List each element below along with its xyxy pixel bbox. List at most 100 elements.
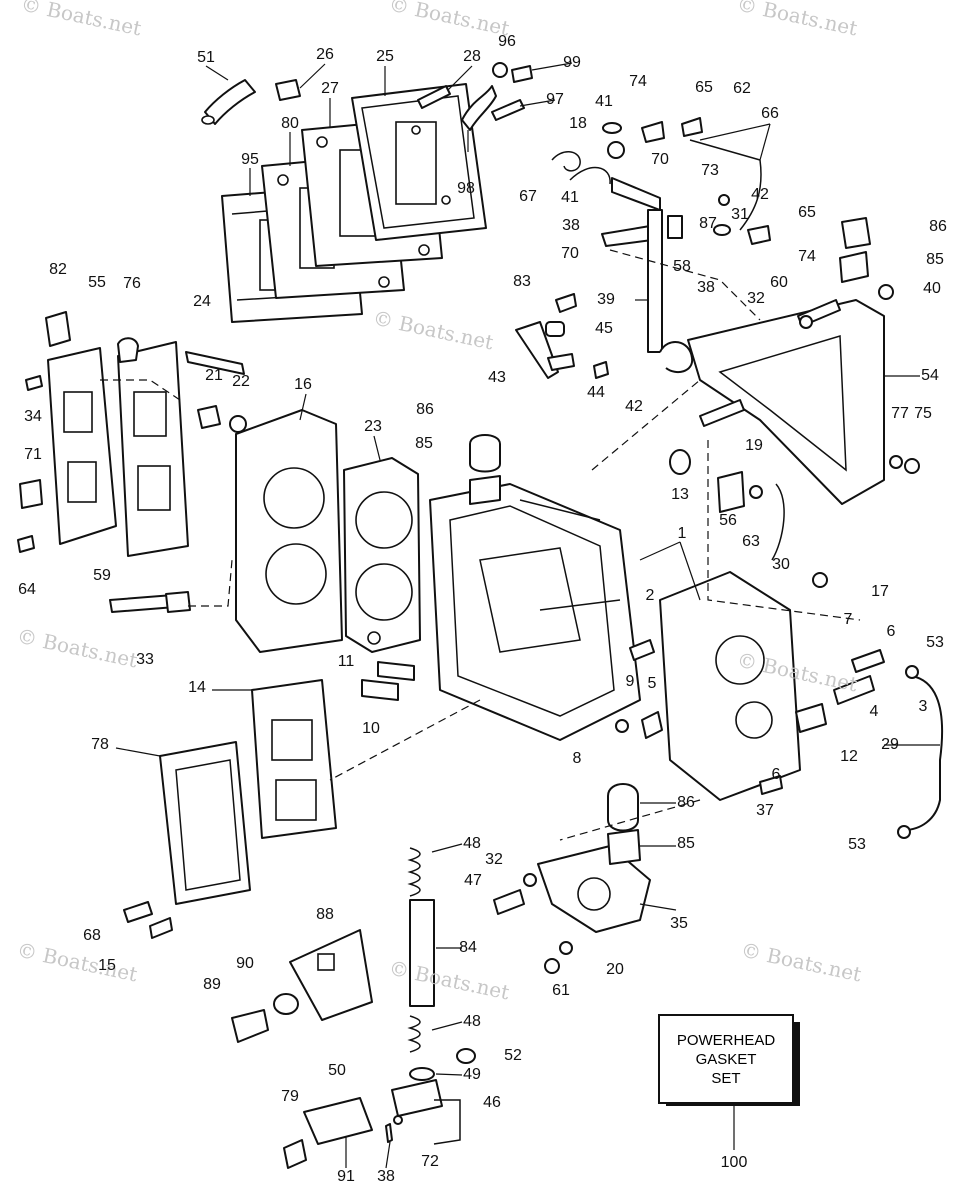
mount-85-lower xyxy=(607,829,641,865)
part-callout-43: 43 xyxy=(488,369,506,386)
lower-right-mount-group xyxy=(493,783,651,974)
washer-63 xyxy=(749,485,763,499)
clip-82 xyxy=(45,311,71,347)
crankcase-half-1 xyxy=(659,571,801,801)
washer-20 xyxy=(559,941,573,955)
part-callout-27: 27 xyxy=(321,80,339,97)
spring-67 xyxy=(551,151,581,172)
part-callout-51: 51 xyxy=(197,49,215,66)
part-callout-58: 58 xyxy=(673,258,691,275)
mount-86-block xyxy=(469,434,501,473)
part-callout-9: 9 xyxy=(625,673,635,690)
part-callout-38: 38 xyxy=(562,217,580,234)
part-callout-28: 28 xyxy=(463,48,481,65)
part-callout-85: 85 xyxy=(926,251,944,268)
kit-label-line-2: GASKET xyxy=(695,1050,757,1068)
part-callout-18: 18 xyxy=(569,115,587,132)
part-callout-90: 90 xyxy=(236,955,254,972)
part-callout-67: 67 xyxy=(519,188,537,205)
washer-41 xyxy=(602,122,622,134)
part-callout-17: 17 xyxy=(871,583,889,600)
part-callout-56: 56 xyxy=(719,512,737,529)
part-callout-1: 1 xyxy=(677,525,687,542)
shaft-group xyxy=(283,847,476,1169)
part-callout-20: 20 xyxy=(606,961,624,978)
screw-7 xyxy=(851,649,885,673)
kit-box-face: POWERHEAD GASKET SET xyxy=(658,1014,794,1104)
pin-38 xyxy=(385,1123,393,1143)
washer-32-lower xyxy=(523,873,537,887)
part-callout-13: 13 xyxy=(671,486,689,503)
part-callout-21: 21 xyxy=(205,367,223,384)
fitting-21 xyxy=(197,405,221,429)
part-callout-63: 63 xyxy=(742,533,760,550)
part-callout-89: 89 xyxy=(203,976,221,993)
part-callout-15: 15 xyxy=(98,957,116,974)
spring-48-lower xyxy=(407,1015,421,1053)
linkage-group xyxy=(515,117,771,379)
part-callout-62: 62 xyxy=(733,80,751,97)
washer-72 xyxy=(393,1115,403,1125)
washer-87 xyxy=(713,224,731,236)
bracket-88 xyxy=(289,929,373,1021)
bolt-89 xyxy=(231,1009,269,1043)
part-callout-83: 83 xyxy=(513,273,531,290)
screw-47 xyxy=(493,889,525,915)
part-callout-23: 23 xyxy=(364,418,382,435)
part-callout-6: 6 xyxy=(886,623,896,640)
kit-label-line-1: POWERHEAD xyxy=(676,1031,776,1049)
hose-29 xyxy=(903,675,944,831)
gasket-kit-box: POWERHEAD GASKET SET xyxy=(658,1014,808,1106)
exhaust-cover-group xyxy=(201,62,533,323)
nut-17 xyxy=(812,572,828,588)
clip-71 xyxy=(19,479,43,509)
part-callout-42: 42 xyxy=(751,186,769,203)
part-callout-3: 3 xyxy=(918,698,928,715)
part-callout-70: 70 xyxy=(651,151,669,168)
roller-45 xyxy=(545,321,565,337)
screw-37 xyxy=(759,775,783,795)
part-callout-44: 44 xyxy=(587,384,605,401)
mount-86-upper xyxy=(841,217,871,249)
part-callout-16: 16 xyxy=(294,376,312,393)
part-callout-40: 40 xyxy=(923,280,941,297)
screw-34 xyxy=(25,375,43,391)
clip-44 xyxy=(547,353,575,371)
part-callout-54: 54 xyxy=(921,367,939,384)
part-callout-66: 66 xyxy=(761,105,779,122)
part-callout-52: 52 xyxy=(504,1047,522,1064)
clip-65-lower xyxy=(747,225,771,245)
part-callout-68: 68 xyxy=(83,927,101,944)
part-callout-31: 31 xyxy=(731,206,749,223)
washer-22 xyxy=(229,415,247,433)
part-callout-2: 2 xyxy=(645,587,655,604)
washer-77 xyxy=(889,455,903,469)
kit-part-number: 100 xyxy=(720,1154,748,1171)
lower-cover-group xyxy=(123,679,337,939)
washer-49 xyxy=(409,1067,435,1081)
nut-40 xyxy=(878,284,894,300)
part-callout-32: 32 xyxy=(485,851,503,868)
part-callout-95: 95 xyxy=(241,151,259,168)
part-callout-25: 25 xyxy=(376,48,394,65)
head-gasket-23 xyxy=(343,457,421,653)
part-callout-53: 53 xyxy=(848,836,866,853)
screw-97 xyxy=(491,99,525,121)
part-callout-86: 86 xyxy=(929,218,947,235)
part-callout-33: 33 xyxy=(136,651,154,668)
part-callout-47: 47 xyxy=(464,872,482,889)
lever-43 xyxy=(515,321,559,379)
part-callout-76: 76 xyxy=(123,275,141,292)
pin-2 xyxy=(629,639,655,661)
fitting-26 xyxy=(275,79,301,101)
part-callout-41: 41 xyxy=(561,189,579,206)
screw-5 xyxy=(641,711,663,739)
part-callout-45: 45 xyxy=(595,320,613,337)
part-callout-86: 86 xyxy=(416,401,434,418)
part-callout-10: 10 xyxy=(362,720,380,737)
clip-65-upper xyxy=(641,121,665,143)
part-callout-61: 61 xyxy=(552,982,570,999)
intake-side-group xyxy=(17,311,191,613)
plug-8 xyxy=(615,719,629,733)
